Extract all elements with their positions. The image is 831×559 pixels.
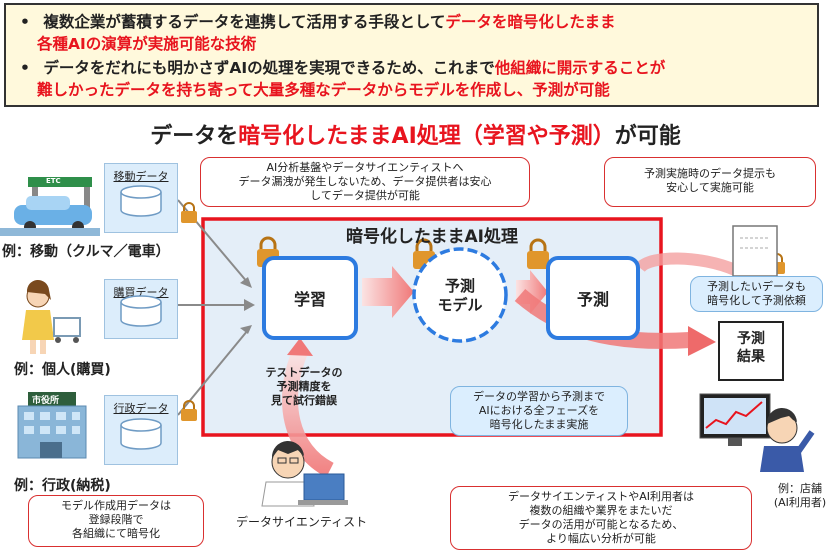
- summary-text: データをだれにも明かさずAIの処理を実現できるため、これまで: [43, 59, 495, 77]
- predict-label: 予測: [576, 290, 609, 309]
- bullet-dot: •: [20, 13, 30, 31]
- diagram-title: データを暗号化したままAI処理（学習や予測）が可能: [0, 118, 831, 150]
- summary-box: • 複数企業が蓄積するデータを連携して活用する手段としてデータを暗号化したまま …: [4, 3, 819, 107]
- model-label: 予測 モデル: [437, 277, 483, 314]
- panel-title: 暗号化したままAI処理: [346, 227, 518, 247]
- city-hall-illustration: [17, 392, 87, 459]
- bullet-dot: •: [20, 59, 30, 77]
- scientist-label: データサイエンティスト: [236, 515, 368, 529]
- callout-broad-analysis: データサイエンティストやAI利用者は 複数の組織や業界をまたいだ データの活用が…: [450, 486, 752, 550]
- source-caption: 例：移動（クルマ／電車）: [2, 244, 170, 260]
- scientist-illustration: [261, 440, 348, 507]
- callout-all-phases: データの学習から予測まで AIにおける全フェーズを 暗号化したまま実施: [450, 386, 628, 436]
- callout-predict-safe: 予測実施時のデータ提示も 安心して実施可能: [604, 157, 816, 207]
- summary-bullet-1: • 複数企業が蓄積するデータを連携して活用する手段としてデータを暗号化したまま: [20, 12, 615, 32]
- source-title: 購買データ: [113, 286, 169, 299]
- source-title: 移動データ: [113, 170, 169, 183]
- shop-label: 例：店舗 (AI利用者): [773, 482, 827, 509]
- predict-node: 予測: [546, 256, 640, 340]
- etc-sign: ETC: [46, 177, 61, 185]
- callout-register-encrypt: モデル作成用データは 登録段階で 各組織にて暗号化: [28, 495, 204, 547]
- title-highlight: 暗号化したままAI処理（学習や予測）: [238, 124, 615, 149]
- summary-text: 複数企業が蓄積するデータを連携して活用する手段として: [43, 13, 446, 31]
- source-caption: 例：行政(納税): [14, 478, 111, 494]
- learn-to-model-arrow: [362, 266, 414, 318]
- learn-label: 学習: [293, 290, 326, 309]
- city-hall-sign: 市役所: [32, 396, 60, 406]
- source-title: 行政データ: [113, 402, 169, 415]
- summary-highlight: データを暗号化したまま: [445, 13, 616, 31]
- shopper-illustration: [22, 279, 81, 354]
- summary-bullet-2: • データをだれにも明かさずAIの処理を実現できるため、これまで他組織に開示する…: [20, 58, 665, 78]
- shop-user-illustration: [699, 393, 815, 472]
- callout-encrypt-request: 予測したいデータも 暗号化して予測依頼: [690, 276, 823, 312]
- result-box: [718, 321, 784, 381]
- trial-note: テストデータの 予測精度を 見て試行錯誤: [265, 366, 343, 407]
- title-text: データを: [150, 124, 239, 149]
- car-illustration: [0, 177, 100, 236]
- trial-loop-arrow: [282, 348, 334, 478]
- model-node-shape: [412, 247, 508, 343]
- lock-icons: [181, 202, 785, 421]
- callout-provider-safe: AI分析基盤やデータサイエンティストへ データ漏洩が発生しないため、データ提供者…: [200, 157, 530, 207]
- summary-highlight: 各種AIの演算が実施可能な技術: [37, 35, 257, 53]
- summary-highlight: 難しかったデータを持ち寄って大量多種なデータからモデルを作成し、予測が可能: [37, 81, 610, 99]
- learn-node: 学習: [262, 256, 358, 340]
- result-label: 予測 結果: [737, 331, 765, 365]
- title-text: が可能: [614, 124, 681, 149]
- summary-highlight: 他組織に開示することが: [494, 59, 666, 77]
- source-caption: 例：個人(購買): [14, 362, 111, 378]
- request-arrow: [635, 252, 738, 276]
